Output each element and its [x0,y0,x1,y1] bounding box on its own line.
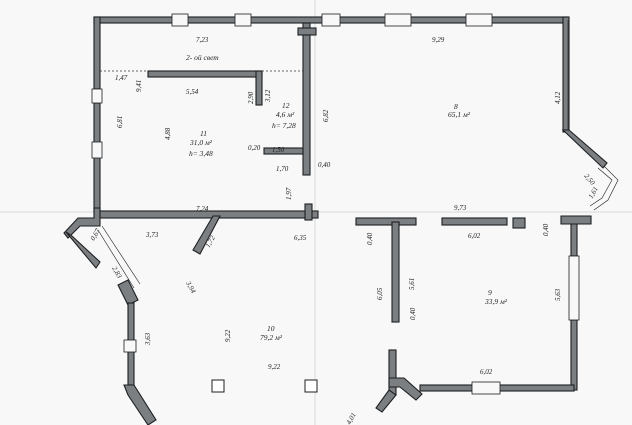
left-exterior-wall-upper [93,16,101,90]
room-number-label: 12 [282,101,290,110]
dimension-label: 6,05 [376,287,384,300]
central-column-wall [391,221,400,323]
dimension-label: 0,40 [409,307,417,320]
dimension-label: 6,81 [116,116,124,128]
dimension-label: 0,40 [318,161,331,169]
dimension-label: 4,88 [164,127,172,140]
bay-window-line-2 [97,229,135,289]
room-area-label: 31,0 м² [189,138,213,147]
dimension-label: 1,97 [285,187,293,200]
room-height-label: h= 3,48 [189,149,213,158]
room-height-label: h= 7,28 [272,121,296,130]
dimension-label: 5,54 [186,88,199,96]
room-area-label: 79,2 м² [260,333,283,342]
room-area-label: 65,1 м² [448,110,471,119]
dimension-label: 7,23 [196,36,209,44]
dimension-label: 6,82 [322,109,330,122]
wall-stub [304,203,313,221]
dimension-label: 0,20 [248,144,261,152]
right-bay-window-line-2 [589,167,613,207]
right-diagonal-wall [561,129,608,169]
wall-between-rooms-11-and-10 [99,210,319,219]
left-bay-corner-block [117,279,139,306]
room-number-label: 10 [267,324,275,333]
mezzanine-wall-return [255,70,263,106]
dimension-label: 1,70 [276,165,289,173]
dimension-label: 6,02 [468,232,481,240]
small-column [512,217,526,229]
room-number-label: 11 [200,129,207,138]
wall-cap [297,27,317,36]
bottom-column-wing [388,377,423,401]
dimension-label: 6,02 [480,368,493,376]
room-area-label: 33,9 м² [484,297,508,306]
dimension-label: 9,22 [224,329,232,342]
dimension-label: 9,22 [268,363,281,371]
dimension-label: 1,50 [272,146,285,154]
dimension-label: 5,61 [408,278,416,290]
room-number-label: 9 [488,288,492,297]
dimension-label: 5,63 [554,288,562,301]
dimension-label: 1,47 [115,74,128,82]
window-left-upper [91,88,103,104]
bottom-column-wall [388,349,397,396]
window-top-3 [321,13,341,27]
dimension-label: 3,12 [264,89,272,103]
window-top-1 [171,13,189,27]
dimension-label: 7,24 [196,205,209,213]
wall-between-rooms-11-and-8 [302,22,311,176]
left-bay-wall-upper [65,231,101,269]
dimension-label: 9,29 [432,36,445,44]
stair-wall [263,147,304,155]
dimension-label: 9,73 [454,204,467,212]
window-bottom [471,381,501,395]
right-wall-jog [560,215,592,225]
window-left-middle [91,141,103,159]
bottom-column-wing-left [375,389,397,413]
dimension-label: 9,41 [135,80,143,92]
upper-partition-room-9 [441,217,508,226]
dimension-label: 0,40 [366,232,374,245]
second-light-label: 2- ой свет [186,53,219,62]
dimension-label: 3,63 [144,332,152,346]
plan-labels: 7,23 9,29 1,47 9,41 5,54 2,90 3,12 6,81 4,88 4,12… [89,36,600,425]
room-area-label: 4,6 м² [276,110,295,119]
dimension-label: 2,90 [247,91,255,104]
window-top-5 [465,13,493,27]
window-top-4 [384,13,412,27]
window-right-large [568,255,580,321]
diagonal-partition [192,215,221,255]
right-exterior-wall-bottom [570,319,578,391]
bay-window-line [101,225,141,285]
dimension-label: 3,73 [145,231,159,239]
pillar-left [211,379,225,393]
left-bay-bottom [123,384,157,425]
dimension-label: 4,12 [554,91,562,104]
right-bay-window-line [593,165,619,211]
dimension-label: 0,40 [542,223,550,236]
wall-between-rooms-10-and-9 [355,217,417,226]
mezzanine-wall [147,70,263,78]
pillar-right [304,379,318,393]
dimension-label: 6,35 [294,234,307,242]
room-number-label: 8 [454,102,458,111]
window-left-bay [123,339,137,353]
window-top-2 [234,13,252,27]
